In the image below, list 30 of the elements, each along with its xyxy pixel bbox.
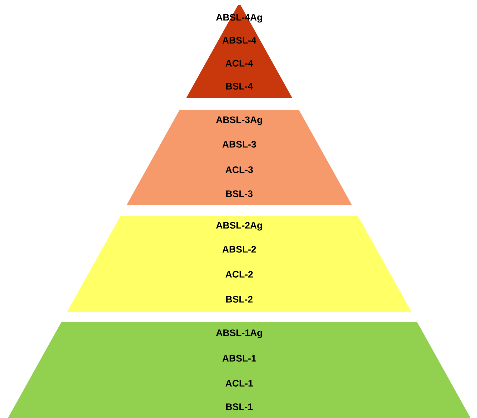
pyramid-band: ABSL-3 — [154, 132, 326, 157]
node-label: ACL-2 — [226, 271, 254, 278]
node-label: ABSL-4 — [222, 37, 257, 44]
pyramid-band: ACL-2 — [81, 262, 398, 287]
node-label: ACL-1 — [226, 380, 254, 387]
pyramid-band: ABSL-4 — [212, 29, 267, 52]
node-label: ABSL-1Ag — [216, 330, 262, 338]
pyramid-band: ACL-1 — [20, 371, 458, 396]
node-label: BSL-3 — [226, 190, 253, 198]
node-label: ABSL-2 — [222, 246, 256, 253]
pyramid-band: ABSL-1Ag — [48, 322, 431, 346]
pyramid-band: ACL-3 — [139, 157, 340, 183]
node-label: ABSL-2Ag — [216, 222, 262, 231]
node-label: BSL-1 — [226, 404, 253, 410]
pyramid-band: ABSL-2Ag — [109, 216, 370, 237]
node-label: BSL-4 — [226, 83, 254, 90]
pyramid-band: ABSL-2 — [95, 237, 384, 262]
pyramid-band: BSL-1 — [8, 396, 471, 418]
pyramid-band: ABSL-1 — [34, 346, 444, 371]
pyramid-band: ABSL-3Ag — [168, 110, 312, 132]
pyramid-band: BSL-4 — [186, 75, 292, 98]
node-label: ABSL-3Ag — [216, 116, 262, 126]
node-label: ACL-3 — [226, 166, 254, 174]
node-label: ABSL-3 — [222, 141, 256, 148]
pyramid-band: ACL-4 — [199, 52, 280, 75]
node-label: ABSL-1 — [222, 355, 256, 362]
node-label: ACL-4 — [226, 60, 254, 67]
node-label: BSL-2 — [226, 296, 253, 303]
pyramid-band: BSL-2 — [67, 287, 412, 312]
pyramid-band: BSL-3 — [127, 183, 352, 205]
